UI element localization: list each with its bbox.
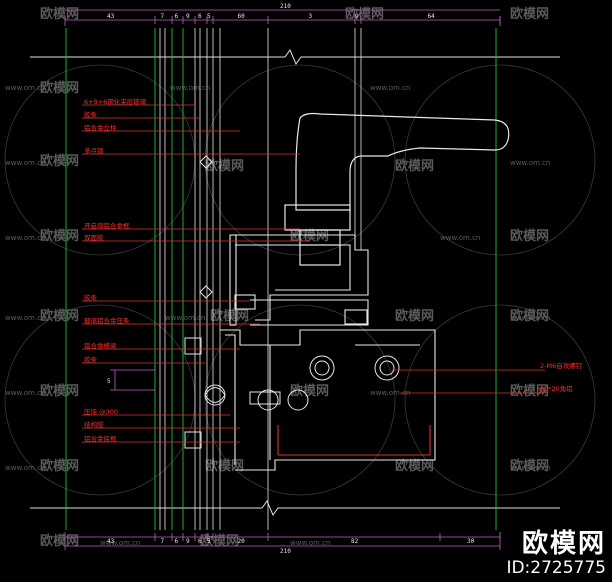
watermark-logo: 欧模网: [510, 308, 549, 324]
watermark-logo: 欧模网: [510, 383, 549, 399]
watermark-logo: 欧模网: [40, 383, 79, 399]
dim-bottom-seg: 82: [351, 538, 359, 545]
dim-bottom-seg: 20: [238, 538, 246, 545]
dim-top-seg: 9: [355, 13, 359, 20]
bolts: [249, 355, 400, 411]
dim-bottom-seg: 30: [467, 538, 475, 545]
dim-top-seg: 60: [238, 13, 246, 20]
watermark-logo: 欧模网: [395, 308, 434, 324]
watermark-url: www.om.cn: [370, 389, 410, 397]
callout-label: 铝合金底框: [84, 434, 117, 443]
watermark-logo: 欧模网: [200, 533, 239, 549]
watermark-url: www.om.cn: [5, 159, 45, 167]
watermark-url: www.om.cn: [5, 389, 45, 397]
dim-top-seg: 9: [186, 13, 190, 20]
callout-label: 铝合金立柱: [84, 123, 117, 132]
brand-stamp: 欧模网 ID:2725775: [506, 530, 606, 578]
vertical-guides: [65, 28, 497, 530]
watermark-logo: 欧模网: [395, 158, 434, 174]
watermark-logo: 欧模网: [40, 533, 79, 549]
watermark-logo: 欧模网: [40, 153, 79, 169]
callout-label: 开启扇铝合金框: [84, 221, 130, 230]
frame-profiles: [220, 234, 436, 471]
callout-leaders-right: [392, 369, 545, 394]
callout-label: 胶条: [84, 355, 98, 364]
callout-label: 双面胶: [84, 233, 104, 242]
watermark-logo: 欧模网: [290, 383, 329, 399]
watermark-text-layer: 欧模网欧模网欧模网欧模网欧模网欧模网欧模网欧模网欧模网欧模网欧模网欧模网欧模网欧…: [5, 6, 550, 549]
callout-label: 压块 @300: [84, 407, 118, 416]
dim-top-seg: 7: [161, 13, 165, 20]
callout-right-angle: 30*20角铝: [540, 384, 573, 393]
watermark-url: www.om.cn: [5, 234, 45, 242]
watermark-logo: 欧模网: [510, 6, 549, 22]
callout-label: 6+9+6钢化夹层玻璃: [84, 97, 147, 106]
callout-label: 胶条: [84, 293, 98, 302]
callout-label: 铝合金横梁: [84, 341, 117, 350]
watermark-logo: 欧模网: [205, 158, 244, 174]
callout-label: 玻璃铝合金压条: [84, 316, 130, 325]
watermark-logo: 欧模网: [510, 228, 549, 244]
dim-top-seg: 3: [309, 13, 313, 20]
break-lines: [30, 48, 560, 517]
dim-bottom-seg: 5: [207, 538, 211, 545]
brand-title: 欧模网: [521, 529, 606, 559]
callout-right-screws: 2-M6自攻螺钉: [540, 361, 583, 370]
dim-top-total: 210: [280, 3, 291, 10]
watermark-url: www.om.cn: [5, 84, 45, 92]
brand-id: ID:2725775: [506, 558, 606, 578]
watermark-logo: 欧模网: [40, 228, 79, 244]
watermark-logo: 欧模网: [510, 458, 549, 474]
side-dimension: [110, 369, 155, 391]
callout-leaders-left: [82, 104, 310, 443]
watermark-logo: 欧模网: [205, 458, 244, 474]
watermark-url: www.om.cn: [440, 234, 480, 242]
glass-layers: [159, 28, 362, 530]
watermark-url: www.om.cn: [510, 159, 550, 167]
watermark-url: www.om.cn: [100, 539, 140, 547]
dim-top-seg: 5: [207, 13, 211, 20]
dim-top-seg: 6: [175, 13, 179, 20]
dim-bottom-seg: 9: [186, 538, 190, 545]
dim-bottom-seg: 7: [161, 538, 165, 545]
watermark-logo: 欧模网: [40, 308, 79, 324]
watermark-url: www.om.cn: [5, 464, 45, 472]
top-dimension: [64, 9, 501, 26]
callout-label: 结构胶: [84, 420, 104, 429]
watermark-url: www.om.cn: [170, 84, 210, 92]
callout-labels-left: 6+9+6钢化夹层玻璃胶条铝合金立柱多点锁开启扇铝合金框双面胶胶条玻璃铝合金压条…: [84, 97, 147, 443]
watermark-url: www.om.cn: [290, 539, 330, 547]
watermark-url: www.om.cn: [370, 84, 410, 92]
dim-bottom-seg: 43: [107, 538, 115, 545]
watermark-url: www.om.cn: [510, 314, 550, 322]
watermark-url: www.om.cn: [165, 314, 205, 322]
dim-side: 5: [107, 378, 111, 385]
dim-top-seg: 6: [198, 13, 202, 20]
dim-bottom-total: 210: [280, 548, 291, 555]
dim-top-seg: 43: [107, 13, 115, 20]
callout-label: 多点锁: [84, 146, 104, 155]
dim-top-seg: 64: [428, 13, 436, 20]
callout-label: 胶条: [84, 110, 98, 119]
watermark-url: www.om.cn: [5, 314, 45, 322]
watermark-url: www.om.cn: [510, 464, 550, 472]
dim-bottom-seg: 6: [198, 538, 202, 545]
gaskets: [184, 155, 226, 449]
watermark-logo: 欧模网: [40, 80, 79, 96]
door-handle: [284, 112, 510, 266]
watermark-logo: 欧模网: [395, 458, 434, 474]
watermark-logo: 欧模网: [40, 458, 79, 474]
dim-bottom-seg: 6: [175, 538, 179, 545]
